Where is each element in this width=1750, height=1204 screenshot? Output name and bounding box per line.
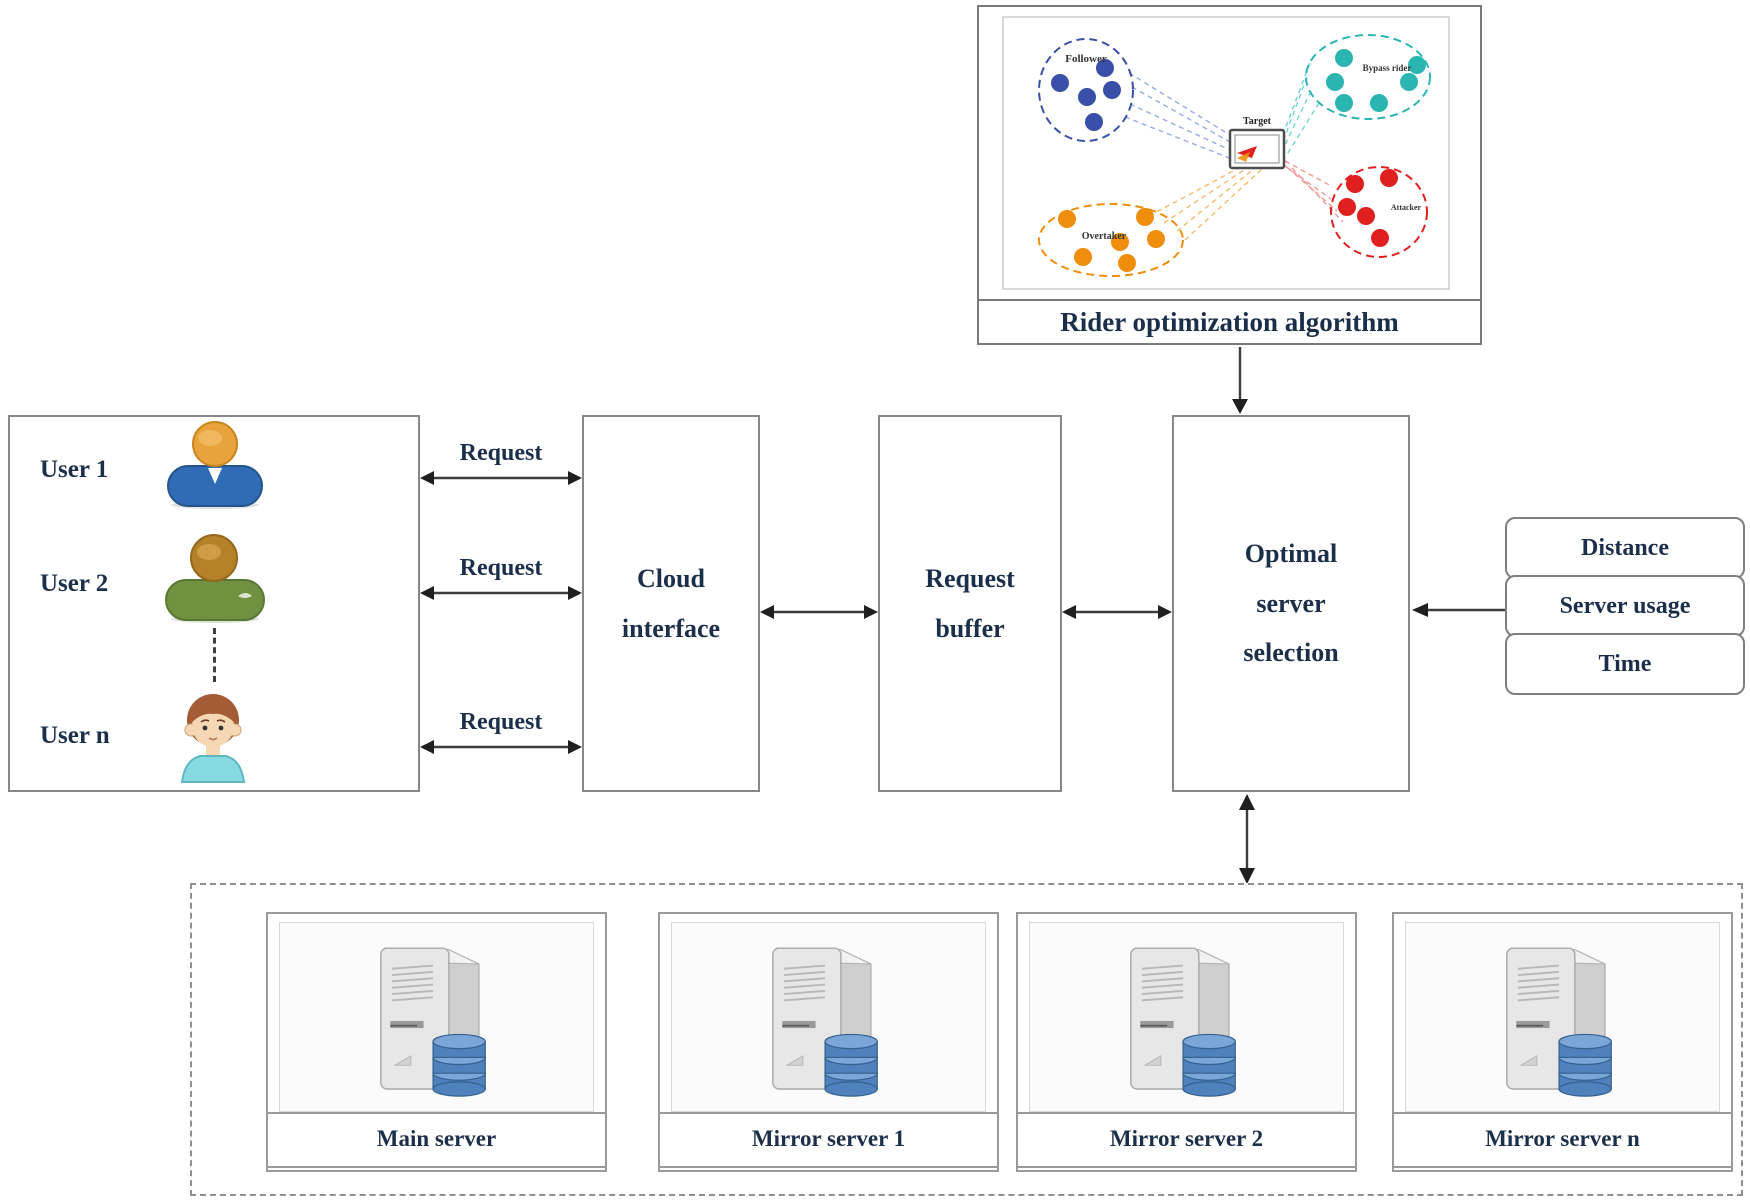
mirror-server-n-image xyxy=(1405,922,1720,1112)
rider-box-title: Rider optimization algorithm xyxy=(979,299,1480,343)
main-server-card: Main server xyxy=(266,912,607,1172)
bypass-rider-cluster-label: Bypass rider xyxy=(1363,63,1412,73)
attacker-cluster-label: Attacker xyxy=(1391,203,1422,212)
target-convergence-red xyxy=(1237,146,1257,158)
criterion-server-usage-label: Server usage xyxy=(1559,592,1691,619)
user-n-avatar-icon xyxy=(180,694,246,783)
cloud-interface-box: Cloud interface xyxy=(582,415,760,792)
mirror-server-2-image xyxy=(1029,922,1344,1112)
user-2-avatar-icon xyxy=(165,534,265,623)
criterion-time-label: Time xyxy=(1598,650,1652,677)
target-box-inner xyxy=(1234,134,1280,164)
server-icon xyxy=(1129,947,1236,1097)
server-icon xyxy=(1505,947,1612,1097)
request-buffer-label: Request buffer xyxy=(925,564,1015,643)
overtaker-dots xyxy=(1058,208,1165,272)
user-2-label: User 2 xyxy=(40,570,109,597)
attacker-cluster-ellipse xyxy=(1330,166,1428,258)
follower-cluster-label: Follower xyxy=(1065,53,1107,65)
main-server-image xyxy=(279,922,594,1112)
server-icon xyxy=(379,947,486,1097)
attacker-dots xyxy=(1338,169,1398,247)
database-icon xyxy=(1557,1033,1612,1097)
mirror-server-n-label: Mirror server n xyxy=(1394,1112,1731,1168)
criterion-time-box: Time xyxy=(1505,633,1745,695)
mirror-server-1-card: Mirror server 1 xyxy=(658,912,999,1172)
cloud-interface-label: Cloud interface xyxy=(621,564,721,643)
mirror-server-2-label: Mirror server 2 xyxy=(1018,1112,1355,1168)
request-label-3: Request xyxy=(459,709,543,735)
target-convergence-orange xyxy=(1237,152,1250,162)
criterion-distance-box: Distance xyxy=(1505,517,1745,579)
user-1-label: User 1 xyxy=(40,456,109,483)
request-label-2: Request xyxy=(459,555,543,581)
target-box xyxy=(1228,128,1286,170)
target-label: Target xyxy=(1243,116,1272,127)
mirror-server-n-card: Mirror server n xyxy=(1392,912,1733,1172)
database-icon xyxy=(1181,1033,1236,1097)
mirror-server-2-card: Mirror server 2 xyxy=(1016,912,1357,1172)
users-ellipsis xyxy=(213,628,216,682)
cluster-target-links xyxy=(1124,62,1344,241)
criterion-distance-label: Distance xyxy=(1581,534,1669,561)
optimal-server-selection-label: Optimal server selection xyxy=(1243,539,1339,668)
database-icon xyxy=(823,1033,878,1097)
database-icon xyxy=(431,1033,486,1097)
main-server-label: Main server xyxy=(268,1112,605,1168)
overtaker-cluster-ellipse xyxy=(1038,203,1184,277)
request-buffer-box: Request buffer xyxy=(878,415,1062,792)
server-icon xyxy=(771,947,878,1097)
bypass-rider-cluster-ellipse xyxy=(1305,34,1431,120)
follower-cluster-ellipse xyxy=(1038,38,1134,142)
rider-optimization-box: Follower Bypass rider Overtaker Attacker xyxy=(977,5,1482,345)
criterion-server-usage-box: Server usage xyxy=(1505,575,1745,637)
mirror-server-1-label: Mirror server 1 xyxy=(660,1112,997,1168)
rider-clusters-figure: Follower Bypass rider Overtaker Attacker xyxy=(1002,16,1450,290)
optimal-server-selection-box: Optimal server selection xyxy=(1172,415,1410,792)
bypass-rider-dots xyxy=(1326,49,1426,112)
request-label-1: Request xyxy=(459,440,543,466)
follower-dots xyxy=(1051,59,1121,131)
mirror-server-1-image xyxy=(671,922,986,1112)
user-1-avatar-icon xyxy=(167,421,263,509)
overtaker-cluster-label: Overtaker xyxy=(1082,231,1127,242)
user-n-label: User n xyxy=(40,722,110,749)
